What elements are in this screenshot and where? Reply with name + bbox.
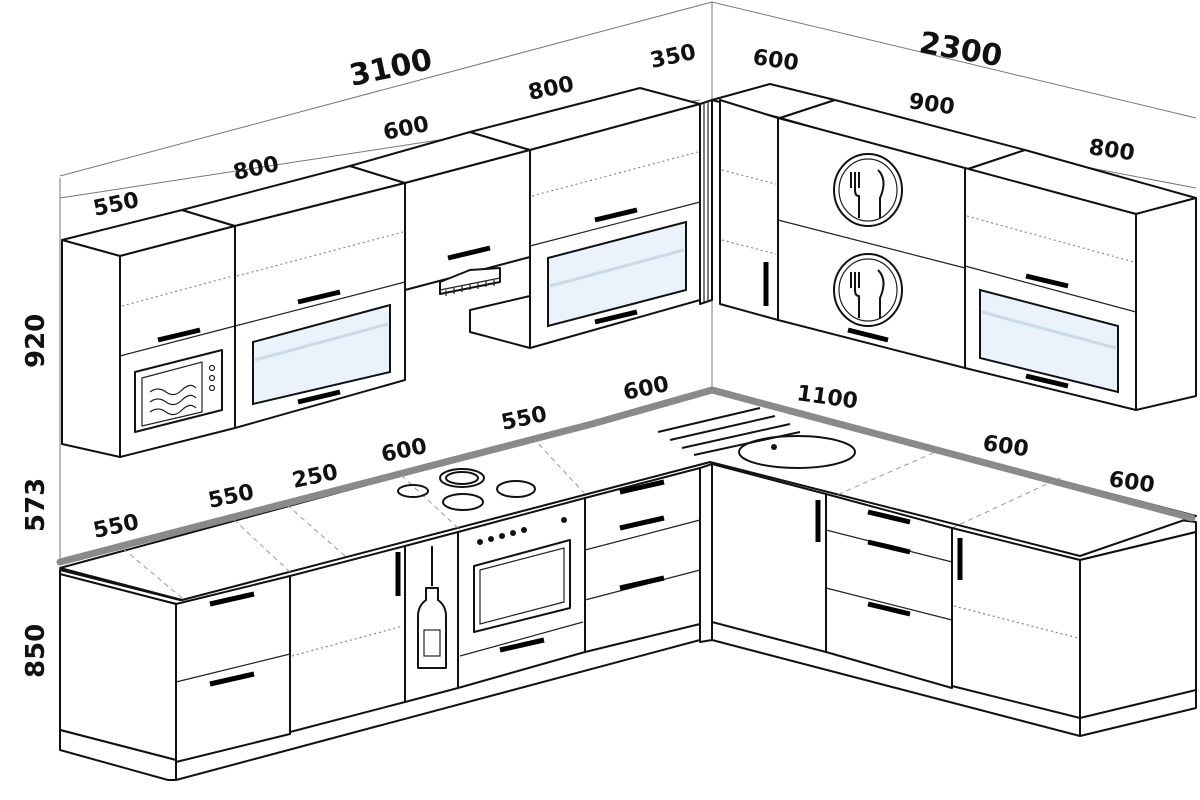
dimension-upper-width: 800	[526, 72, 576, 106]
dimension-upper-width: 600	[381, 112, 431, 146]
upper-cabinets-left	[61, 87, 713, 458]
base-cabinets-left	[59, 463, 713, 781]
dimension-upper-width: 900	[907, 89, 956, 120]
dimension-upper-height: 920	[21, 314, 51, 368]
dimension-backsplash-height: 573	[21, 478, 51, 532]
base-cabinets-right	[711, 463, 1197, 737]
dimension-upper-total-right: 2300	[917, 25, 1005, 74]
dimension-base-width: 600	[1107, 467, 1156, 498]
dimension-base-width: 550	[499, 402, 549, 436]
dimension-upper-width: 800	[1087, 135, 1136, 166]
dimension-base-width: 600	[981, 431, 1030, 462]
cutlery-icon	[833, 153, 903, 227]
range-hood-icon	[439, 267, 501, 296]
dimension-base-height: 850	[21, 624, 51, 678]
dimension-upper-width: 550	[91, 188, 141, 222]
countertop	[56, 386, 1197, 607]
cooktop-icon	[397, 468, 536, 511]
dimension-upper-width: 350	[648, 40, 698, 74]
sink-icon	[657, 407, 856, 469]
dimension-base-width: 600	[379, 434, 429, 468]
dimension-base-width: 1100	[795, 381, 859, 414]
oven-icon	[459, 517, 584, 657]
bottle-icon	[417, 546, 447, 669]
dimension-upper-width: 800	[231, 152, 281, 186]
upper-cabinets-right	[711, 83, 1197, 411]
dimension-base-width: 550	[206, 480, 256, 514]
microwave-icon	[134, 349, 223, 433]
dimension-upper-total-left: 3100	[346, 42, 435, 94]
dimension-base-width: 550	[91, 510, 141, 544]
cutlery-icon	[833, 253, 903, 327]
dimension-upper-width: 600	[751, 45, 800, 76]
